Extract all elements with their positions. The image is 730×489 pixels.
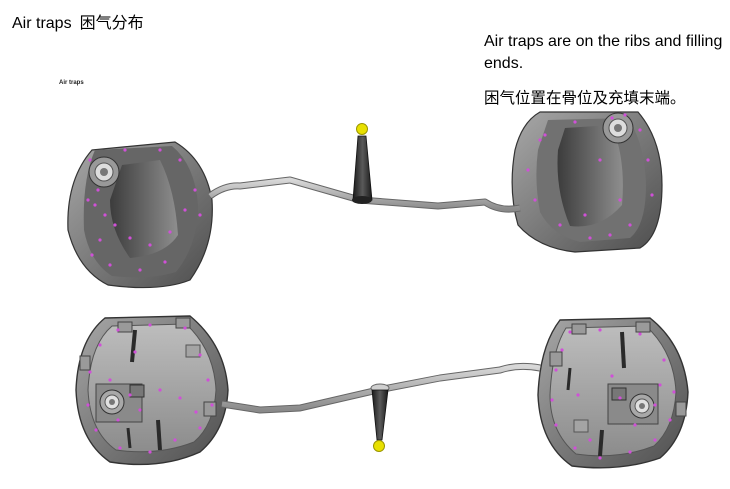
- air-trap-marker-icon: [103, 213, 107, 217]
- injection-gate-icon: [356, 123, 368, 135]
- air-trap-marker-icon: [173, 438, 177, 442]
- air-trap-marker-icon: [133, 350, 137, 354]
- air-trap-marker-icon: [633, 423, 637, 427]
- air-trap-marker-icon: [618, 198, 622, 202]
- air-trap-marker-icon: [662, 358, 666, 362]
- air-trap-marker-icon: [158, 388, 162, 392]
- air-trap-marker-icon: [90, 253, 94, 257]
- air-trap-marker-icon: [118, 446, 122, 450]
- air-trap-marker-icon: [98, 343, 102, 347]
- air-trap-marker-icon: [163, 260, 167, 264]
- bottom-part-right: [537, 317, 689, 469]
- air-trap-marker-icon: [560, 348, 564, 352]
- air-trap-marker-icon: [178, 158, 182, 162]
- air-trap-marker-icon: [576, 393, 580, 397]
- top-part-left: [67, 141, 213, 289]
- bottom-runner-system: [221, 362, 541, 414]
- air-trap-marker-icon: [568, 330, 572, 334]
- air-trap-marker-icon: [598, 158, 602, 162]
- air-trap-marker-icon: [88, 158, 92, 162]
- air-trap-marker-icon: [148, 323, 152, 327]
- air-trap-marker-icon: [206, 378, 210, 382]
- air-trap-marker-icon: [108, 263, 112, 267]
- air-trap-marker-icon: [628, 450, 632, 454]
- air-trap-marker-icon: [210, 403, 214, 407]
- air-trap-marker-icon: [168, 230, 172, 234]
- air-trap-marker-icon: [588, 438, 592, 442]
- air-trap-marker-icon: [598, 328, 602, 332]
- air-trap-marker-icon: [183, 326, 187, 330]
- air-trap-marker-icon: [116, 418, 120, 422]
- page-title: Air traps 困气分布: [12, 9, 144, 33]
- air-trap-marker-icon: [533, 198, 537, 202]
- air-trap-marker-icon: [650, 193, 654, 197]
- air-trap-markers: [86, 113, 676, 460]
- air-trap-marker-icon: [573, 446, 577, 450]
- air-trap-marker-icon: [116, 328, 120, 332]
- air-trap-marker-icon: [138, 408, 142, 412]
- air-trap-marker-icon: [123, 148, 127, 152]
- air-trap-marker-icon: [96, 188, 100, 192]
- air-trap-marker-icon: [128, 393, 132, 397]
- top-part-right: [511, 111, 663, 253]
- air-trap-marker-icon: [554, 423, 558, 427]
- air-trap-marker-icon: [86, 403, 90, 407]
- air-trap-marker-icon: [583, 213, 587, 217]
- air-trap-marker-icon: [198, 213, 202, 217]
- title-english: Air traps: [12, 15, 72, 32]
- air-trap-marker-icon: [538, 138, 542, 142]
- air-trap-marker-icon: [610, 374, 614, 378]
- air-trap-marker-icon: [653, 403, 657, 407]
- air-trap-marker-icon: [608, 233, 612, 237]
- air-trap-marker-icon: [672, 390, 676, 394]
- air-trap-marker-icon: [543, 133, 547, 137]
- air-trap-marker-icon: [183, 208, 187, 212]
- air-trap-marker-icon: [628, 223, 632, 227]
- air-trap-marker-icon: [194, 410, 198, 414]
- air-trap-marker-icon: [128, 236, 132, 240]
- view-label: Air traps: [59, 80, 84, 86]
- air-trap-marker-icon: [638, 332, 642, 336]
- injection-gate-icon: [373, 440, 385, 452]
- title-chinese: 困气分布: [79, 13, 144, 32]
- air-trap-marker-icon: [158, 148, 162, 152]
- air-trap-marker-icon: [198, 426, 202, 430]
- description-chinese: 困气位置在骨位及充填末端。: [484, 89, 686, 107]
- air-trap-marker-icon: [148, 450, 152, 454]
- air-trap-marker-icon: [573, 120, 577, 124]
- air-trap-marker-icon: [198, 353, 202, 357]
- air-trap-marker-icon: [610, 116, 614, 120]
- air-trap-marker-icon: [138, 268, 142, 272]
- air-trap-marker-icon: [108, 378, 112, 382]
- air-trap-marker-icon: [178, 396, 182, 400]
- air-trap-marker-icon: [88, 370, 92, 374]
- air-trap-marker-icon: [554, 368, 558, 372]
- bottom-sprue: [370, 383, 390, 452]
- air-trap-marker-icon: [550, 398, 554, 402]
- air-trap-marker-icon: [668, 418, 672, 422]
- air-trap-marker-icon: [94, 428, 98, 432]
- air-trap-marker-icon: [598, 456, 602, 460]
- air-trap-marker-icon: [646, 158, 650, 162]
- air-trap-marker-icon: [113, 223, 117, 227]
- air-trap-marker-icon: [658, 383, 662, 387]
- air-trap-marker-icon: [588, 236, 592, 240]
- top-sprue: [352, 123, 373, 204]
- air-trap-marker-icon: [193, 188, 197, 192]
- air-trap-marker-icon: [638, 128, 642, 132]
- air-trap-marker-icon: [618, 396, 622, 400]
- air-trap-marker-icon: [558, 223, 562, 227]
- air-trap-marker-icon: [93, 203, 97, 207]
- air-trap-marker-icon: [623, 113, 627, 117]
- air-trap-marker-icon: [148, 243, 152, 247]
- air-trap-marker-icon: [653, 438, 657, 442]
- description-english: Air traps are on the ribs and filling en…: [484, 33, 723, 72]
- air-trap-marker-icon: [86, 198, 90, 202]
- air-trap-marker-icon: [526, 168, 530, 172]
- bottom-part-left: [75, 315, 229, 466]
- air-trap-marker-icon: [98, 238, 102, 242]
